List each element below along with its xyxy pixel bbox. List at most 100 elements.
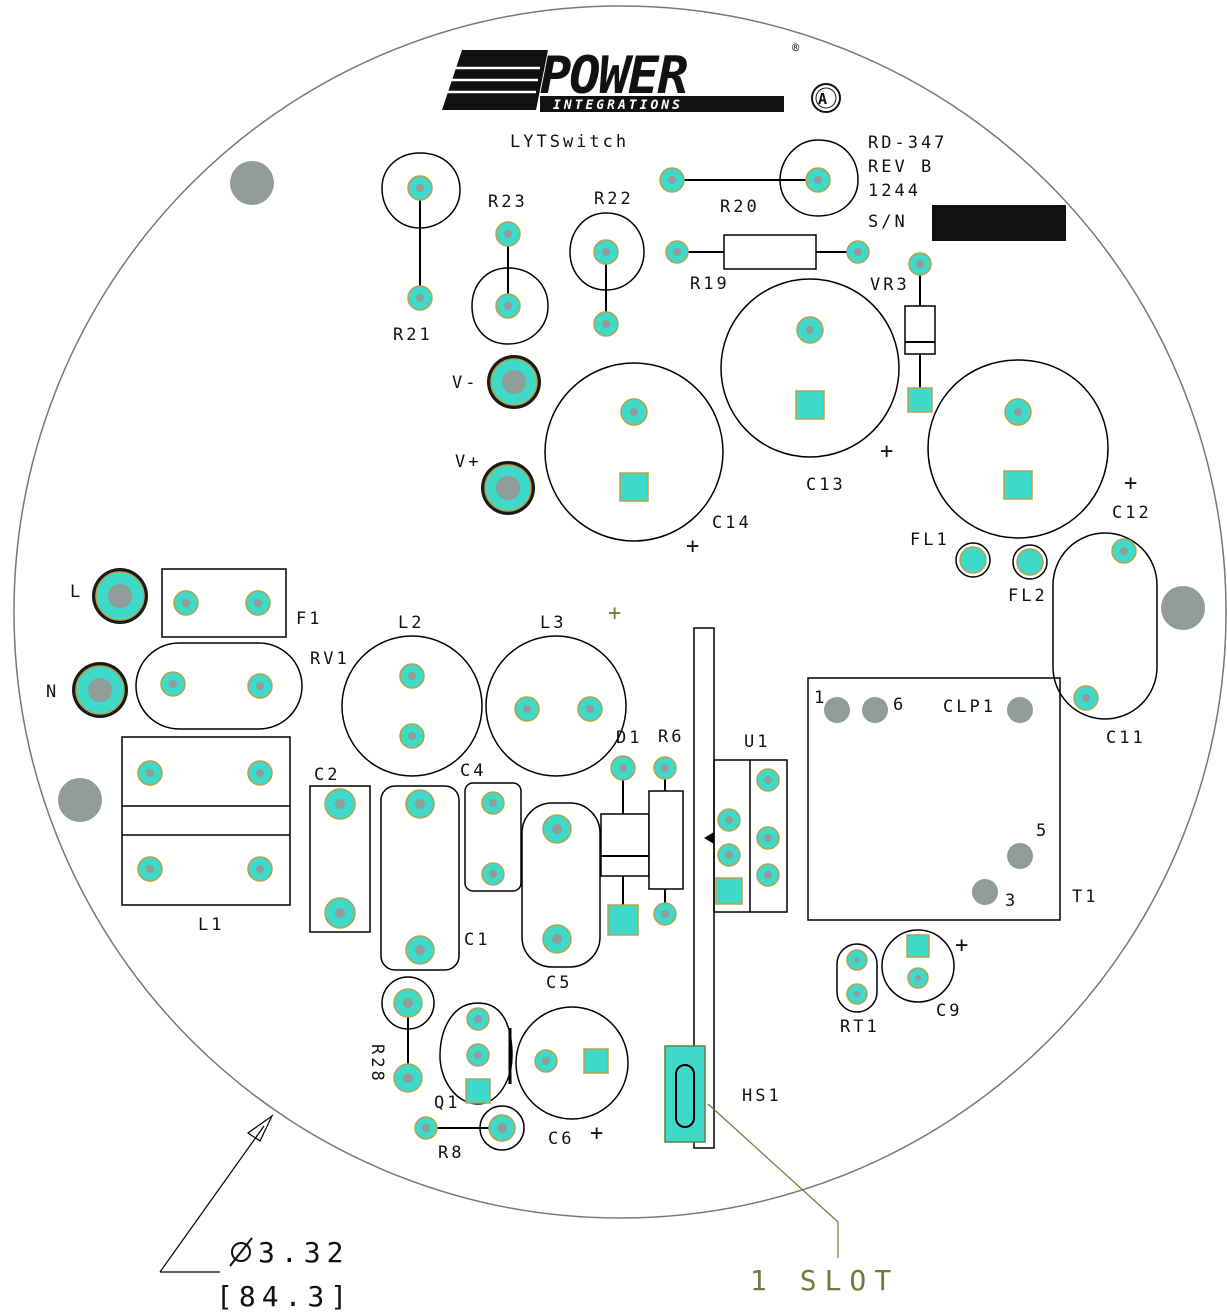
capacitor-c1 <box>380 785 460 971</box>
resistor-r6 <box>648 756 684 926</box>
capacitor-c9: + <box>881 929 968 1003</box>
terminal-v-minus <box>487 355 541 409</box>
fiducial-plus-mark: + <box>608 601 621 626</box>
label-r20: R20 <box>720 197 760 217</box>
transistor-q1 <box>439 1002 513 1105</box>
capacitor-c4 <box>464 782 522 892</box>
inductor-l1 <box>121 736 291 906</box>
label-c9: C9 <box>936 1001 962 1021</box>
resistor-r28 <box>381 976 435 1093</box>
label-t1: T1 <box>1072 887 1098 907</box>
label-fl1: FL1 <box>910 530 950 550</box>
label-hs1: HS1 <box>742 1086 782 1106</box>
diode-d1 <box>600 755 650 936</box>
label-r22: R22 <box>594 189 634 209</box>
capacitor-c13: + <box>720 278 900 464</box>
label-t1-pin6: 6 <box>893 695 906 715</box>
mounting-hole-right <box>1161 586 1205 630</box>
terminal-fl1 <box>955 542 991 578</box>
resistor-r19 <box>665 234 870 270</box>
label-l1: L1 <box>198 915 224 935</box>
board-date: 1244 <box>868 181 921 201</box>
label-l2: L2 <box>398 613 424 633</box>
svg-text:+: + <box>1124 471 1137 496</box>
capacitor-c5 <box>521 802 601 968</box>
label-c13: C13 <box>806 475 846 495</box>
zener-vr3 <box>904 252 936 413</box>
slot-callout-leader <box>707 1103 839 1258</box>
label-c12: C12 <box>1112 503 1152 523</box>
label-v-minus: V- <box>452 373 478 393</box>
label-c11: C11 <box>1106 728 1146 748</box>
diameter-icon <box>229 1237 253 1267</box>
label-d1: D1 <box>616 728 642 748</box>
resistor-r21 <box>381 152 461 311</box>
capacitor-c11 <box>1052 532 1158 720</box>
label-r23: R23 <box>488 192 528 212</box>
ic-u1 <box>704 759 788 913</box>
varistor-rv1 <box>135 642 303 730</box>
board-outline <box>13 5 1227 1219</box>
label-vr3: VR3 <box>870 275 910 295</box>
serial-number-label: S/N <box>868 212 908 232</box>
fuse-f1 <box>161 568 287 638</box>
logo-brand-bottom: INTEGRATIONS <box>553 98 683 113</box>
power-integrations-logo: POWER INTEGRATIONS ® <box>442 41 800 113</box>
svg-text:A: A <box>818 90 827 108</box>
resistor-r22 <box>569 212 645 337</box>
label-v-plus: V+ <box>455 452 481 472</box>
compliance-mark-icon: A <box>811 83 841 113</box>
svg-text:+: + <box>686 534 699 559</box>
label-r19: R19 <box>690 274 730 294</box>
label-t1-pin3: 3 <box>1005 891 1018 911</box>
label-u1: U1 <box>744 732 770 752</box>
svg-text:+: + <box>880 439 893 464</box>
label-c4: C4 <box>460 761 486 781</box>
label-c6: C6 <box>548 1129 574 1149</box>
label-r21: R21 <box>393 325 433 345</box>
svg-text:+: + <box>590 1121 603 1146</box>
label-clp1: CLP1 <box>943 697 996 717</box>
inductor-l3 <box>485 635 627 777</box>
diameter-leader <box>159 1114 274 1273</box>
mounting-hole-left <box>58 778 102 822</box>
label-r28: R28 <box>367 1044 387 1084</box>
terminal-fl2 <box>1012 544 1048 580</box>
mounting-hole-top-left <box>230 161 274 205</box>
label-t1-pin1: 1 <box>814 688 827 708</box>
thermistor-rt1 <box>836 943 878 1013</box>
inductor-l2 <box>341 635 483 777</box>
label-c5: C5 <box>546 973 572 993</box>
label-r8: R8 <box>438 1143 464 1163</box>
transformer-t1 <box>807 677 1061 921</box>
label-q1: Q1 <box>434 1093 460 1113</box>
label-c1: C1 <box>464 930 490 950</box>
dimension-diameter: 3.32 <box>258 1236 349 1269</box>
resistor-r20 <box>659 139 859 217</box>
slot-callout: 1 SLOT <box>750 1264 899 1297</box>
board-rev: REV B <box>868 157 934 177</box>
resistor-r23 <box>471 221 549 345</box>
capacitor-c12: + <box>927 359 1137 539</box>
terminal-l <box>92 568 148 624</box>
label-r6: R6 <box>658 727 684 747</box>
capacitor-c6: + <box>515 1006 629 1146</box>
label-l3: L3 <box>540 613 566 633</box>
dimension-metric: [84.3] <box>216 1280 353 1313</box>
svg-text:+: + <box>955 933 968 958</box>
serial-number-field <box>932 205 1066 241</box>
label-c2: C2 <box>314 765 340 785</box>
resistor-r8 <box>414 1105 525 1151</box>
capacitor-c2 <box>309 785 371 933</box>
label-rv1: RV1 <box>310 649 350 669</box>
logo-registered: ® <box>792 41 800 55</box>
terminal-v-plus <box>481 461 535 515</box>
label-n: N <box>46 682 59 702</box>
terminal-n <box>72 662 128 718</box>
label-c14: C14 <box>712 513 752 533</box>
capacitor-c14: + <box>544 362 724 559</box>
label-fl2: FL2 <box>1008 586 1048 606</box>
label-l: L <box>70 582 83 602</box>
label-t1-pin5: 5 <box>1036 821 1049 841</box>
